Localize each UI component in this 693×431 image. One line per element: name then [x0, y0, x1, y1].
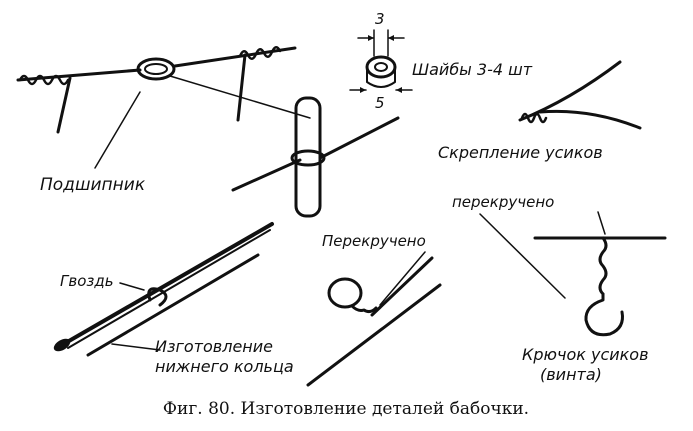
hook-curve [584, 292, 624, 337]
whisker-coil [520, 112, 548, 124]
label-lower-ring-1: Изготовление [155, 337, 273, 356]
nail-shaft [60, 222, 274, 347]
rod-wire-left [231, 158, 302, 192]
washer [365, 55, 397, 79]
rod-assembly [231, 96, 400, 218]
dim-top-arrows [368, 35, 394, 41]
bearing-leader [94, 91, 141, 169]
whisker-fastening [518, 60, 642, 130]
hook-leaders [479, 211, 606, 299]
washer-hole [374, 62, 388, 72]
hook-assembly [479, 211, 667, 337]
bearing-ring [136, 57, 176, 81]
ring-loop [147, 287, 168, 307]
whisker-lower [538, 109, 642, 130]
label-hook-1: Крючок усиков [522, 345, 649, 364]
twisted-loop [306, 251, 442, 387]
whisker-upper [518, 60, 622, 122]
label-twisted-middle: Перекручено [322, 232, 426, 250]
dim-top-lines [357, 29, 405, 57]
label-twisted-top: перекручено [452, 193, 554, 211]
label-washers: Шайбы 3-4 шт [412, 60, 533, 79]
bearing-leader-2 [169, 75, 311, 119]
hook-twist [598, 236, 608, 296]
right-coil [238, 46, 282, 60]
label-whisker-fastening: Скрепление усиков [438, 143, 603, 162]
twisted-leader [379, 251, 426, 306]
label-dim-top: 3 [375, 10, 385, 28]
label-hook-2: (винта) [540, 365, 602, 384]
right-leg [236, 53, 247, 122]
label-dim-bottom: 5 [375, 94, 385, 112]
left-coil [18, 74, 70, 86]
rod-loop [290, 149, 326, 167]
ring-wire-1 [86, 253, 260, 357]
twisted-loop-twist [350, 304, 378, 314]
left-leg [56, 76, 72, 134]
washer-detail [349, 29, 413, 93]
nail-assembly [53, 222, 274, 357]
washer-side [366, 66, 396, 88]
rod-wire-right [318, 116, 400, 160]
twisted-wire-upper [370, 256, 434, 317]
rod [294, 96, 322, 218]
twisted-loop-ring [327, 277, 363, 309]
label-nail: Гвоздь [60, 272, 114, 290]
label-bearing: Подшипник [40, 175, 146, 195]
nail-leaders [111, 282, 161, 351]
nail-head [53, 338, 71, 352]
bearing-assembly [16, 46, 311, 169]
figure-caption: Фиг. 80. Изготовление деталей бабочки. [163, 399, 529, 419]
nail-shaft-shade [67, 229, 271, 349]
label-lower-ring-2: нижнего кольца [155, 357, 294, 376]
twisted-wire-lower [306, 283, 442, 387]
bearing-ring-inner [144, 63, 168, 75]
